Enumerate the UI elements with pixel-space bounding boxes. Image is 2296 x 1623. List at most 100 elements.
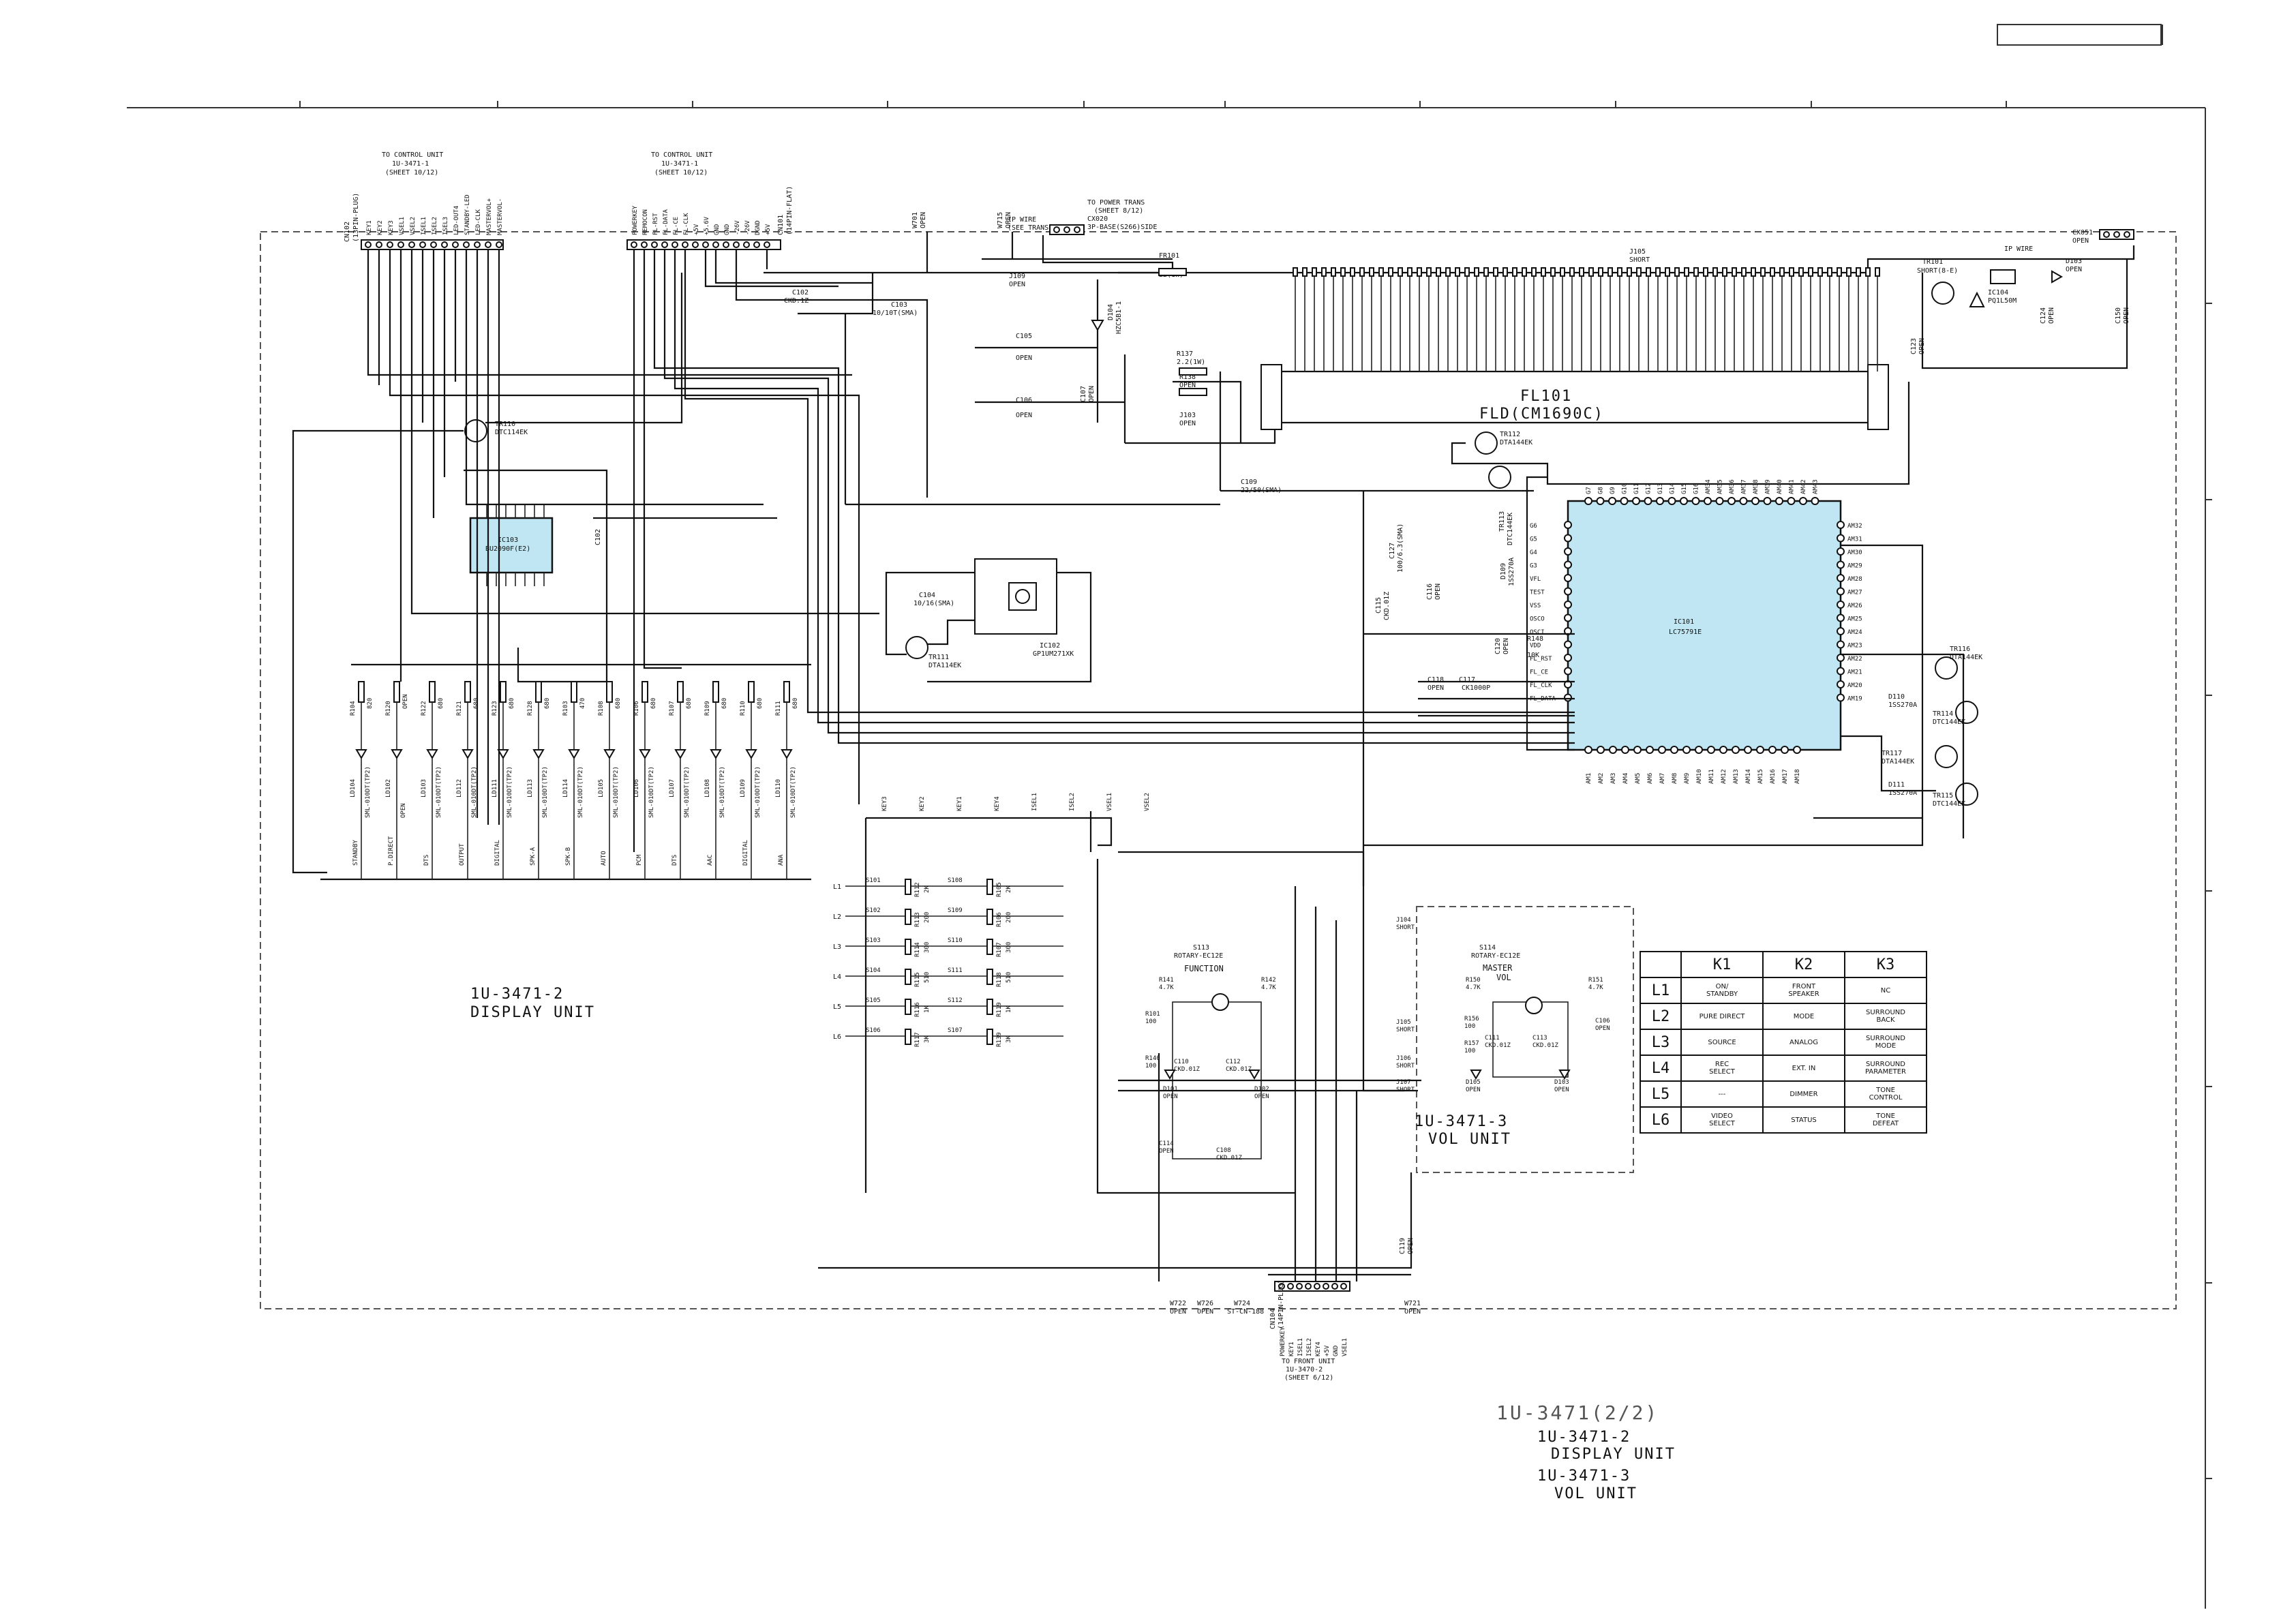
part-value: 4.7K [1261, 984, 1276, 991]
connector-pin [408, 241, 415, 248]
led-label: DIGITAL [742, 840, 749, 866]
schematic-label: OPEN [1179, 382, 1196, 389]
ic101-pin-label: VFL [1530, 576, 1541, 583]
fl-pin [1436, 267, 1441, 277]
resistor [986, 939, 993, 955]
schematic-label: TO POWER TRANS [1087, 199, 1145, 207]
ic101-pin-label: AM8 [1672, 773, 1678, 784]
schematic-label: R148 [1527, 635, 1543, 643]
ic101-pin-label: AM7 [1659, 773, 1666, 784]
cn101-pin-label: DGND [755, 220, 761, 235]
resistor-ref: R104 [350, 701, 357, 716]
schematic-label: (13PIN-PLUG) [352, 193, 360, 242]
ic101-pin [1837, 560, 1845, 569]
ic101-pin [1751, 497, 1759, 505]
ic101-pin-label: AM10 [1696, 769, 1703, 784]
fl-pin [1512, 267, 1517, 277]
jumper-ref: J107 [1396, 1079, 1411, 1086]
led-ref: LD113 [527, 779, 534, 798]
schematic-label: D104 [1107, 304, 1115, 320]
ic101-pin-label: AM21 [1847, 669, 1862, 676]
led-ref: LD110 [775, 779, 782, 798]
switch-ref: S110 [948, 937, 963, 944]
matrix-row-label: L2 [833, 913, 841, 921]
cn101-pin-label: FL-CE [673, 217, 680, 235]
cn101-pin-label: REMOCON [642, 209, 649, 235]
ic101-pin [1787, 497, 1796, 505]
resistor-ref: R128 [527, 701, 534, 716]
resistor [358, 681, 365, 703]
ic101-pin-label: AM28 [1847, 576, 1862, 583]
schematic-label: MASTER [1483, 963, 1513, 973]
resistor-ref: R107 [669, 701, 676, 716]
connector-pin [733, 241, 740, 248]
ic101-pin-label: FL_CE [1530, 669, 1548, 676]
led-label: DIGITAL [494, 840, 501, 866]
display-unit-label: 1U-3471-2 DISPLAY UNIT [470, 986, 594, 1021]
cn101-connector: TO CONTROL UNIT 1U-3471-1 (SHEET 10/12) … [626, 151, 794, 250]
schematic-label: TO FRONT UNIT [1282, 1358, 1335, 1365]
schematic-label: (SHEET 6/12) [1284, 1374, 1333, 1382]
fl-pin [1502, 267, 1508, 277]
fl-pin [1693, 267, 1699, 277]
connector-pin [485, 241, 492, 248]
connector-pin [365, 241, 372, 248]
led-part: SML-010DT(TP2) [613, 766, 620, 818]
fl-pin [1369, 267, 1374, 277]
schematic-label: D103 [2066, 258, 2082, 265]
cn102-pin-label: ISEL1 [421, 217, 427, 235]
resistor-ref: R113 [914, 912, 921, 927]
led-ref: LD103 [421, 779, 427, 798]
ic101-pin-label: G9 [1610, 487, 1616, 494]
schematic-label: W726 [1197, 1300, 1213, 1307]
resistor-value: 680 [721, 698, 728, 709]
cn101-pin-label: +5V [693, 224, 700, 235]
resistor [986, 879, 993, 895]
resistor-value: 300 [924, 942, 931, 953]
fl-pin [1541, 267, 1546, 277]
led-symbol [462, 749, 474, 759]
ic101-pin-label: AM20 [1847, 682, 1862, 689]
ic101-pin-label: AM6 [1647, 773, 1654, 784]
fl-pin [1636, 267, 1642, 277]
fl-pin [1569, 267, 1575, 277]
ic101-pin-label: FL_CLK [1530, 682, 1552, 689]
connector-pin [671, 241, 678, 248]
column-header: K1 [1680, 951, 1764, 978]
net-label: ISEL2 [1069, 793, 1076, 811]
part-value: OPEN [1595, 1025, 1610, 1032]
connector-pin [651, 241, 658, 248]
ic101-pin [1584, 497, 1592, 505]
resistor-value: OPEN [402, 694, 409, 709]
schematic-label: OPEN [2072, 237, 2089, 245]
connector-pin [1287, 1283, 1294, 1290]
fl-pin [1579, 267, 1584, 277]
fl-pin [1741, 267, 1747, 277]
ic101-pin [1564, 693, 1572, 702]
ic101-pin-label: AM5 [1635, 773, 1642, 784]
ic101-pin-label: AM12 [1721, 769, 1727, 784]
cn104-pin-label: ISEL1 [1297, 1338, 1304, 1356]
ic101-pin-label: AM42 [1800, 479, 1807, 494]
resistor [393, 681, 400, 703]
ic101-pin-label: AM40 [1777, 479, 1783, 494]
ic101-pin-label: AM14 [1745, 769, 1752, 784]
schematic-label: OPEN [1016, 354, 1032, 362]
schematic-label: HZC5B1-1 [1115, 301, 1123, 334]
led-label: OUTPUT [459, 843, 466, 866]
cx051-connector: CX051 OPEN [2072, 229, 2134, 245]
ic101-pin-label: G7 [1586, 487, 1592, 494]
schematic-label: (SHEET 10/12) [385, 169, 438, 177]
fl-pin [1483, 267, 1489, 277]
cn101-pin-label: FL-CLK [683, 213, 690, 235]
ic101-pin [1837, 587, 1845, 596]
tr112-tr113: TR112 DTA144EK TR113 DTC144EK [1451, 382, 1910, 545]
ic101-pin-label: OSCO [1530, 616, 1545, 623]
schematic-label: OPEN [2123, 307, 2130, 324]
schematic-label: C102 [792, 289, 809, 297]
ic101-pin-label: G5 [1530, 536, 1537, 543]
led-ref: LD107 [669, 779, 676, 798]
